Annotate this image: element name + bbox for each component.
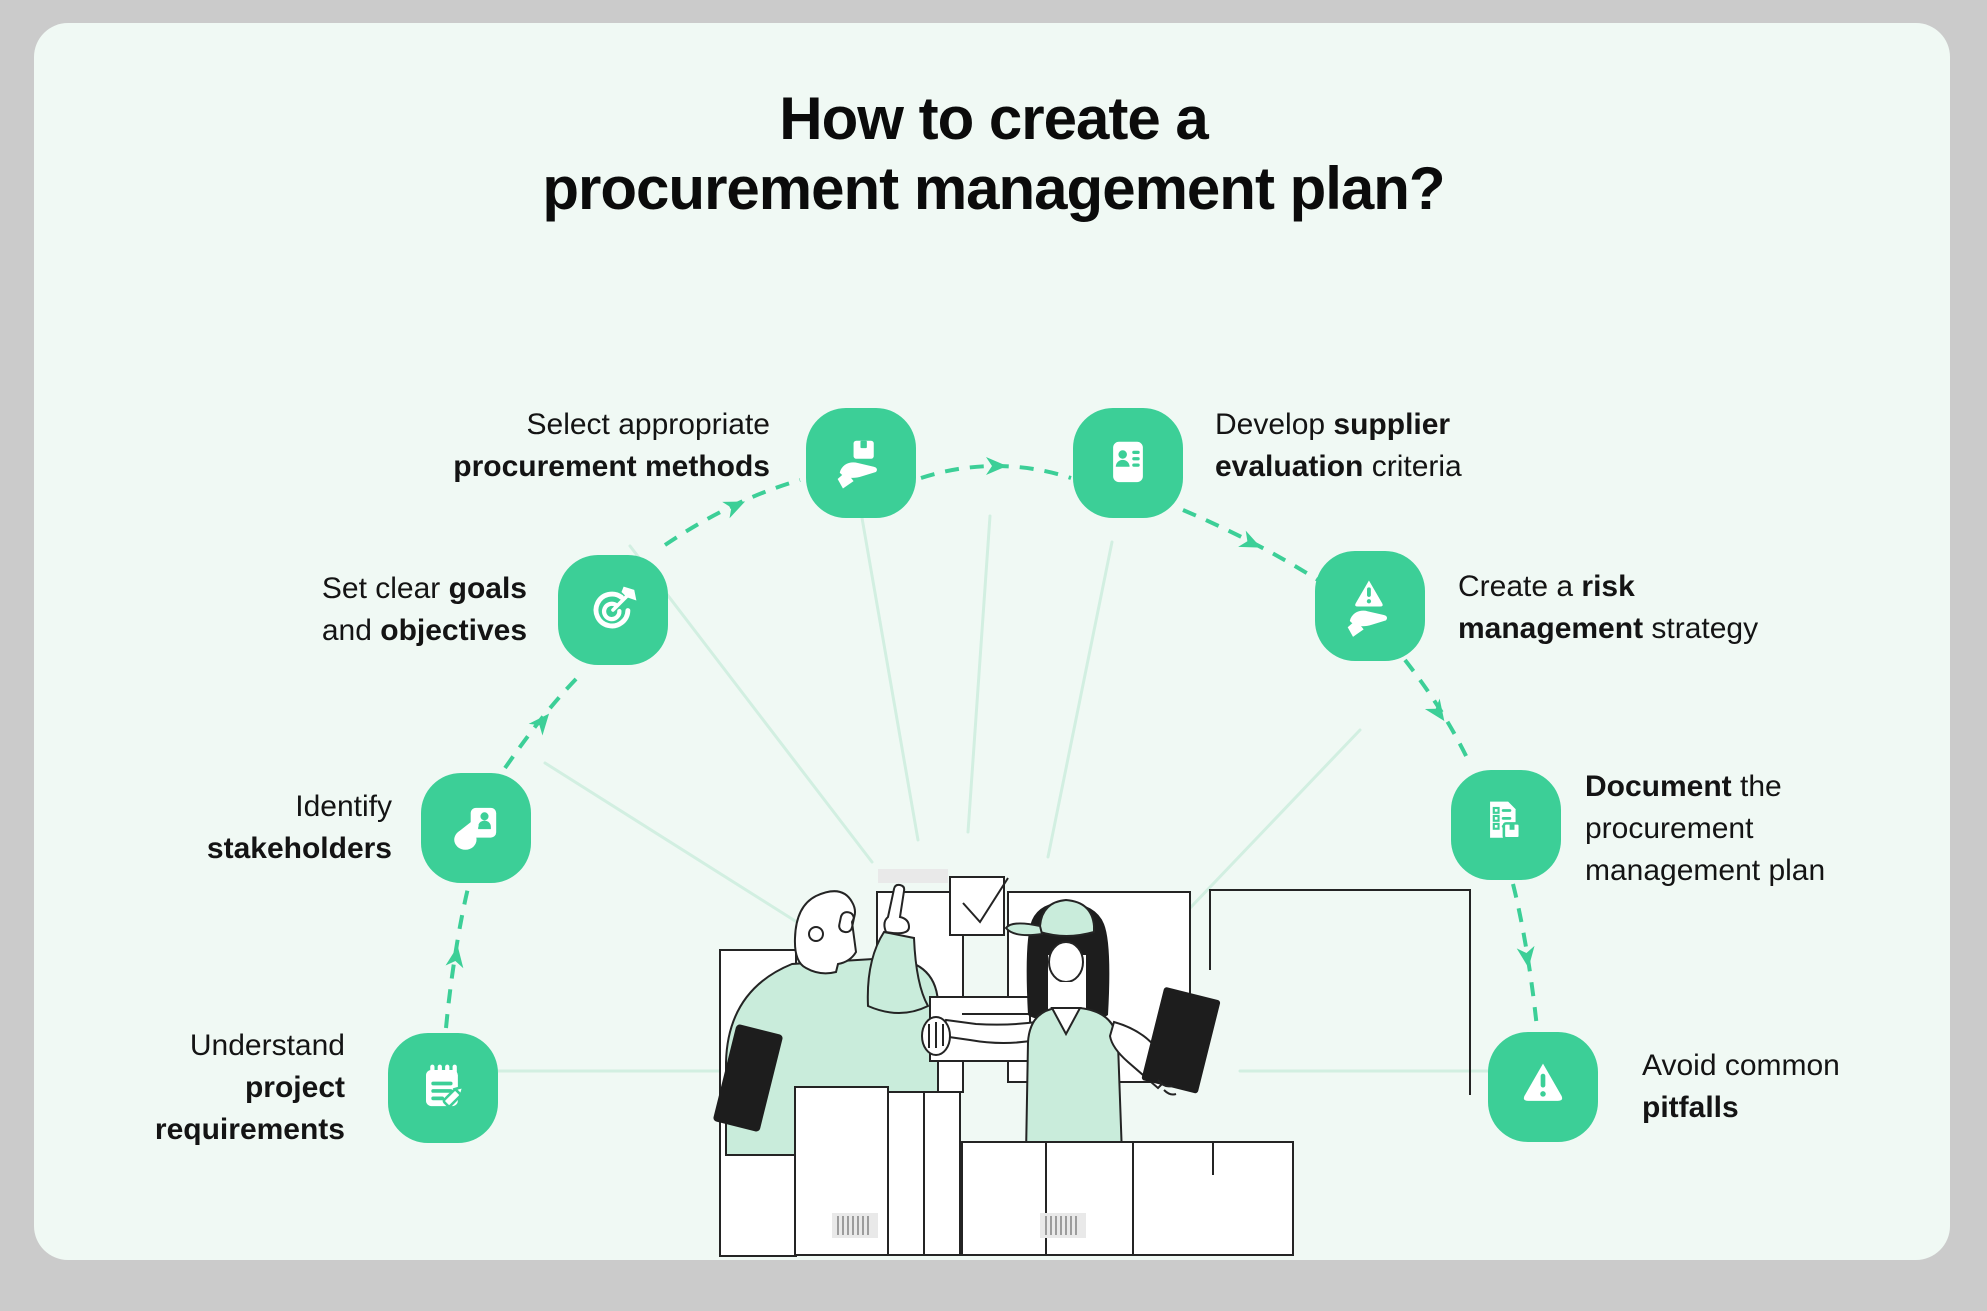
page-title-line1: How to create a <box>779 85 1208 152</box>
target-arrow-icon <box>593 586 637 629</box>
hand-warning-icon <box>1347 580 1388 637</box>
hand-holding-box-icon <box>837 440 877 489</box>
step-icon-identify-stakeholders <box>421 773 531 883</box>
id-card-icon <box>1113 441 1143 483</box>
page-title-line2: procurement management plan? <box>542 155 1445 222</box>
step-icon-develop-supplier-evaluation-criteria <box>1073 408 1183 518</box>
step-icon-create-risk-management-strategy <box>1315 551 1425 661</box>
warning-triangle-icon <box>1523 1063 1563 1101</box>
document-checklist-icon <box>1490 801 1522 840</box>
step-icon-avoid-common-pitfalls <box>1488 1032 1598 1142</box>
page-title: How to create a procurement management p… <box>0 84 1987 224</box>
step-icon-set-clear-goals-and-objectives <box>558 555 668 665</box>
step-icon-understand-project-requirements <box>388 1033 498 1143</box>
hand-pointing-card-icon <box>454 807 497 850</box>
step-icon-select-appropriate-procurement-methods <box>806 408 916 518</box>
step-icon-document-procurement-management-plan <box>1451 770 1561 880</box>
notepad-pencil-icon <box>426 1064 466 1108</box>
